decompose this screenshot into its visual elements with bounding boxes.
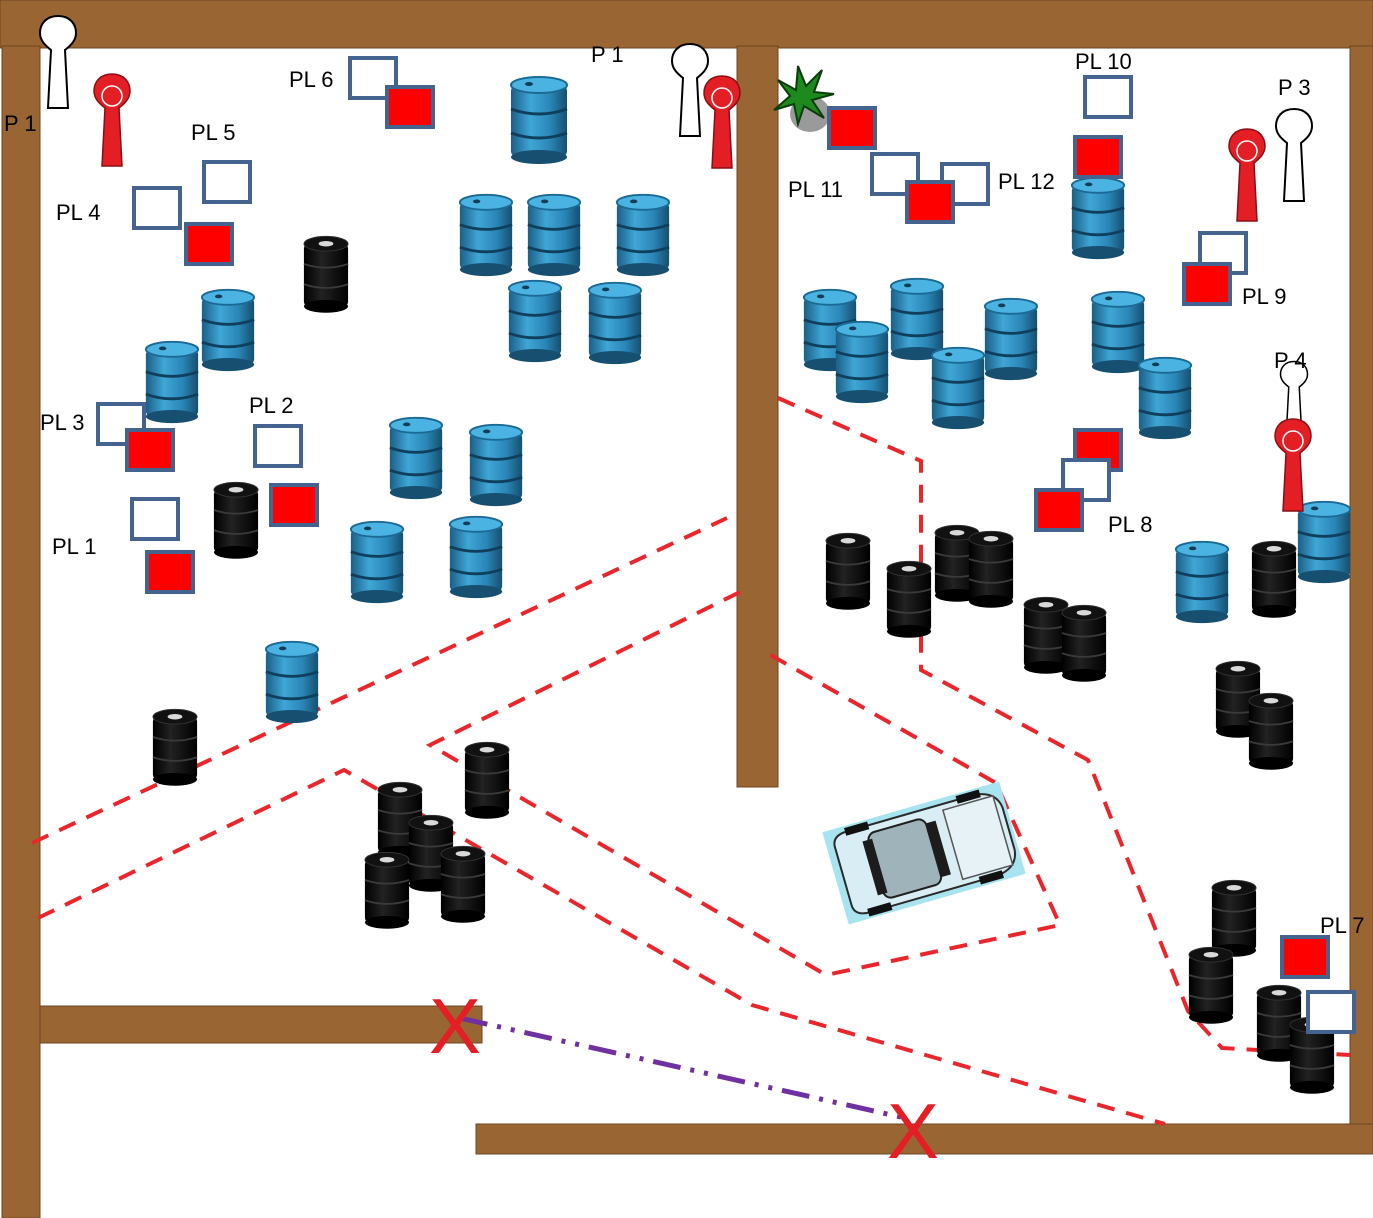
label-pl5: PL 5 bbox=[191, 120, 235, 145]
blue-oil-drum-icon bbox=[264, 640, 320, 724]
blue-oil-drum-icon bbox=[587, 281, 643, 365]
blue-oil-drum-icon bbox=[834, 320, 890, 404]
label-pl10: PL 10 bbox=[1075, 49, 1132, 74]
blue-oil-drum-icon bbox=[615, 193, 671, 277]
black-tire-stack-icon bbox=[213, 481, 259, 560]
route-left-upper bbox=[31, 516, 728, 845]
filled-placement-square-icon bbox=[145, 550, 195, 594]
blue-oil-drum-icon bbox=[468, 423, 524, 507]
wall-lower-right bbox=[475, 1123, 1373, 1155]
black-tire-stack-icon bbox=[364, 851, 410, 930]
red-figure-marker-icon bbox=[1274, 418, 1312, 512]
label-pl3: PL 3 bbox=[40, 410, 84, 435]
blue-oil-drum-icon bbox=[144, 340, 200, 424]
empty-placement-square-icon bbox=[202, 160, 252, 204]
filled-placement-square-icon bbox=[385, 85, 435, 129]
blue-oil-drum-icon bbox=[1296, 500, 1352, 584]
wall-lower-left bbox=[39, 1005, 483, 1044]
car-icon bbox=[822, 781, 1026, 925]
labels: P 1 P 1 P 3 P 4 PL 1 PL 2 PL 3 PL 4 PL 5… bbox=[4, 42, 1364, 938]
blue-oil-drum-icon bbox=[200, 288, 256, 372]
wall-top bbox=[0, 0, 1373, 49]
x-mark: X bbox=[429, 982, 481, 1070]
label-p1-left: P 1 bbox=[4, 111, 37, 136]
empty-placement-square-icon bbox=[253, 424, 303, 468]
wall-left bbox=[1, 45, 41, 1218]
route-left-lower bbox=[37, 767, 1166, 1126]
purple-link-line bbox=[459, 1015, 906, 1121]
blue-oil-drum-icon bbox=[526, 193, 582, 277]
black-tire-stack-icon bbox=[1188, 946, 1234, 1025]
red-figure-marker-icon bbox=[1228, 128, 1266, 222]
black-tire-stack-icon bbox=[152, 708, 198, 787]
blue-oil-drum-icon bbox=[1174, 540, 1230, 624]
blue-oil-drum-icon bbox=[1137, 356, 1193, 440]
blue-oil-drum-icon bbox=[507, 279, 563, 363]
blue-oil-drum-icon bbox=[1070, 176, 1126, 260]
white-figure-marker-icon bbox=[39, 15, 77, 109]
filled-placement-square-icon bbox=[1034, 488, 1084, 532]
blue-oil-drum-icon bbox=[349, 520, 405, 604]
black-tire-stack-icon bbox=[1251, 540, 1297, 619]
dashed-routes bbox=[31, 396, 1351, 1126]
filled-placement-square-icon bbox=[1182, 262, 1232, 306]
label-pl8: PL 8 bbox=[1108, 512, 1152, 537]
label-pl2: PL 2 bbox=[249, 393, 293, 418]
blue-oil-drum-icon bbox=[889, 277, 945, 361]
filled-placement-square-icon bbox=[1073, 135, 1123, 179]
label-pl11: PL 11 bbox=[788, 177, 843, 202]
black-tire-stack-icon bbox=[464, 741, 510, 820]
filled-placement-square-icon bbox=[827, 106, 877, 150]
blue-oil-drum-icon bbox=[983, 297, 1039, 381]
empty-placement-square-icon bbox=[130, 497, 180, 541]
empty-placement-square-icon bbox=[1306, 990, 1356, 1034]
blue-oil-drum-icon bbox=[388, 416, 444, 500]
black-tire-stack-icon bbox=[886, 560, 932, 639]
label-p1-top: P 1 bbox=[591, 42, 624, 67]
label-p4: P 4 bbox=[1274, 348, 1307, 373]
filled-placement-square-icon bbox=[269, 483, 319, 527]
wall-center-divider bbox=[736, 45, 779, 788]
filled-placement-square-icon bbox=[125, 428, 175, 472]
blue-oil-drum-icon bbox=[1090, 290, 1146, 374]
black-tire-stack-icon bbox=[1061, 604, 1107, 683]
wall-right bbox=[1349, 45, 1373, 1127]
white-figure-marker-icon bbox=[1275, 108, 1313, 202]
blue-oil-drum-icon bbox=[458, 193, 514, 277]
x-mark: X bbox=[887, 1087, 939, 1175]
red-figure-marker-icon bbox=[703, 75, 741, 169]
label-pl4: PL 4 bbox=[56, 200, 100, 225]
black-tire-stack-icon bbox=[440, 845, 486, 924]
blue-oil-drum-icon bbox=[509, 75, 569, 165]
black-tire-stack-icon bbox=[1211, 879, 1257, 958]
route-center bbox=[425, 590, 1063, 978]
empty-placement-square-icon bbox=[132, 186, 182, 230]
black-tire-stack-icon bbox=[303, 235, 349, 314]
label-pl12: PL 12 bbox=[998, 169, 1055, 194]
black-tire-stack-icon bbox=[968, 530, 1014, 609]
filled-placement-square-icon bbox=[1280, 935, 1330, 979]
label-pl6: PL 6 bbox=[289, 67, 333, 92]
filled-placement-square-icon bbox=[184, 222, 234, 266]
white-figure-marker-icon bbox=[671, 43, 709, 137]
black-tire-stack-icon bbox=[825, 532, 871, 611]
route-right bbox=[777, 396, 1351, 1057]
label-pl9: PL 9 bbox=[1242, 284, 1286, 309]
label-p3: P 3 bbox=[1278, 75, 1311, 100]
palm-plant-icon bbox=[773, 65, 835, 132]
empty-placement-square-icon bbox=[1083, 75, 1133, 119]
placement-squares bbox=[96, 56, 1356, 1034]
blue-oil-drum-icon bbox=[930, 346, 986, 430]
filled-placement-square-icon bbox=[905, 180, 955, 224]
blue-oil-drum-icon bbox=[448, 515, 504, 599]
black-tire-stack-icon bbox=[1023, 596, 1069, 675]
red-figure-marker-icon bbox=[93, 73, 131, 167]
label-pl7: PL 7 bbox=[1320, 913, 1364, 938]
label-pl1: PL 1 bbox=[52, 534, 96, 559]
black-tire-stack-icon bbox=[1248, 692, 1294, 771]
